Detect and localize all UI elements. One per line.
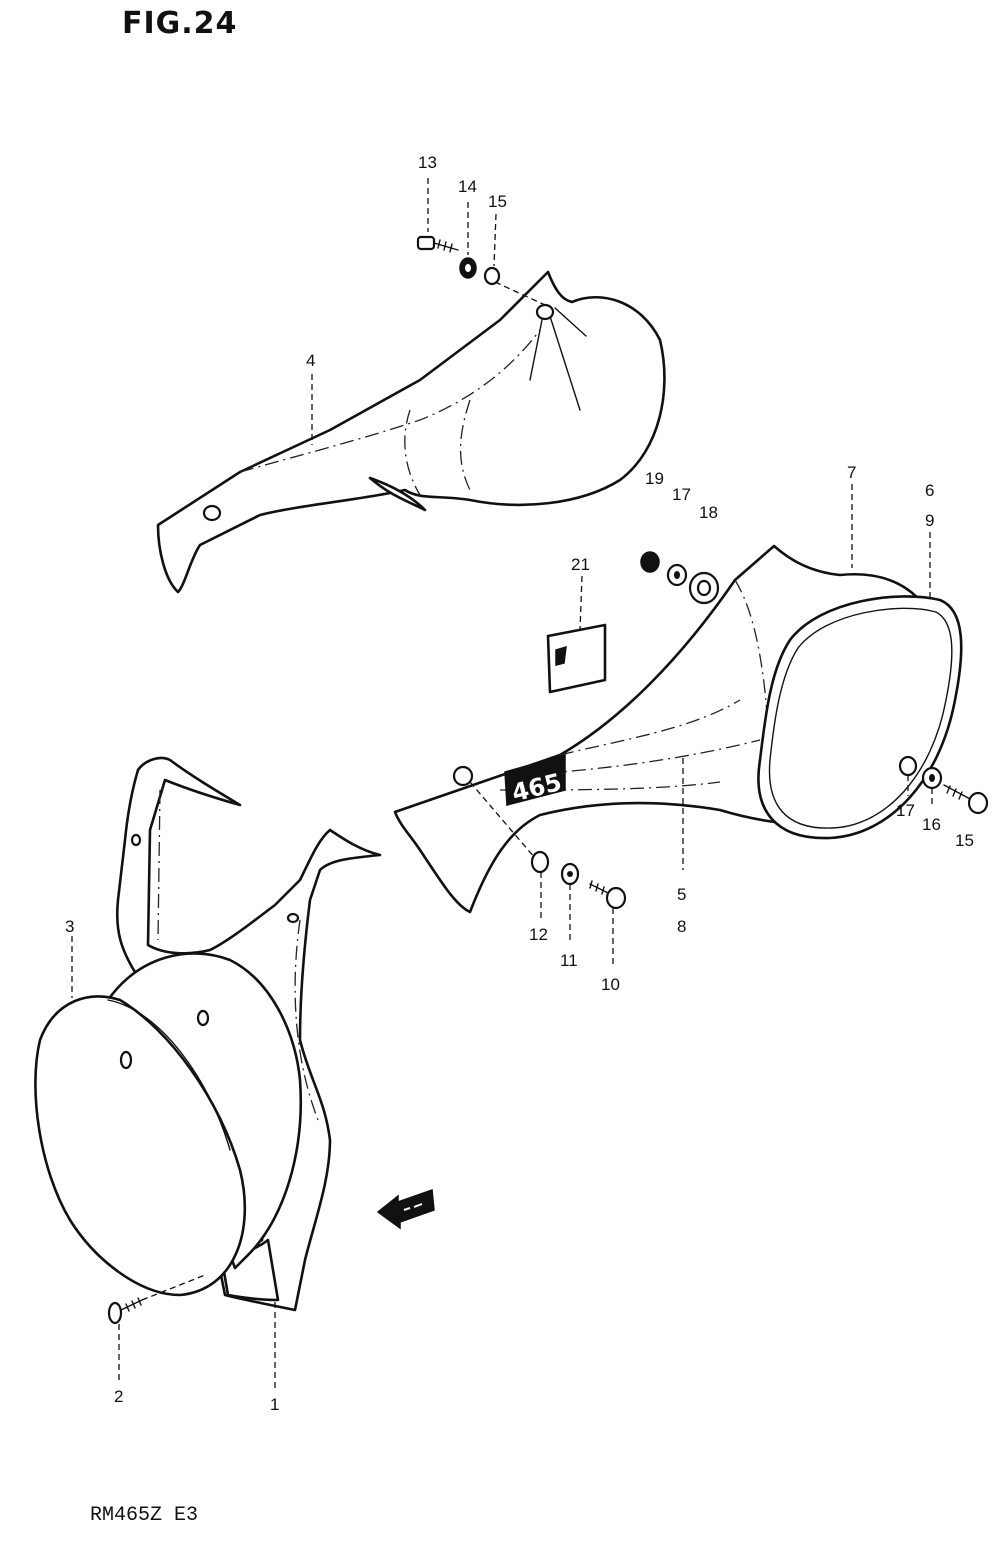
model-code: RM465Z E3	[90, 1504, 199, 1527]
collar-15-icon	[483, 266, 501, 286]
callout-18: 17	[896, 801, 915, 820]
callout-19: 18	[699, 503, 718, 522]
washer-14-icon	[459, 257, 477, 279]
callout-12: 12	[529, 925, 548, 944]
callout-1: 1	[270, 1395, 279, 1414]
collar-12-icon	[530, 850, 550, 874]
callout-21: 21	[571, 555, 590, 574]
callout-9: 9	[925, 511, 934, 530]
callout-11: 11	[560, 951, 578, 970]
forward-arrow-icon	[376, 1188, 435, 1230]
callout-3: 3	[65, 917, 74, 936]
nut-20-icon	[640, 551, 660, 573]
grommet-19-icon	[688, 571, 720, 605]
washer-17-top-icon	[666, 563, 688, 587]
callout-4: 4	[306, 351, 315, 370]
collar-18-icon	[898, 755, 918, 777]
callout-17-top: 17	[672, 485, 691, 504]
callout-2: 2	[114, 1387, 123, 1406]
bolt-10-icon	[589, 880, 627, 910]
upper-side-cover	[156, 270, 666, 594]
callout-20: 19	[645, 469, 664, 488]
callout-17-right: 16	[922, 815, 941, 834]
screw-2-icon	[107, 1297, 143, 1325]
seal-ring-9	[757, 595, 963, 840]
label-21	[546, 623, 607, 694]
bolt-13-icon	[416, 235, 459, 253]
callout-8: 8	[677, 917, 686, 936]
callout-6: 6	[925, 481, 934, 500]
decal-465: 465	[504, 754, 566, 807]
callout-13: 13	[418, 153, 437, 172]
bolt-16-icon	[943, 784, 989, 815]
washer-17-right-icon	[921, 766, 943, 790]
callout-15: 15	[488, 192, 507, 211]
callout-10: 10	[601, 975, 620, 994]
leader-lines	[71, 178, 933, 1392]
callout-16: 15	[955, 831, 974, 850]
washer-11-icon	[560, 862, 580, 886]
callout-7: 7	[847, 463, 856, 482]
callout-14: 14	[458, 177, 477, 196]
figure-title: FIG.24	[122, 6, 238, 41]
callout-5: 5	[677, 885, 686, 904]
front-number-plate-disc	[34, 952, 302, 1297]
callout-labels: 13 14 15 4 19 17 18 7 6 9 21 17 16 15 5 …	[65, 153, 974, 1414]
